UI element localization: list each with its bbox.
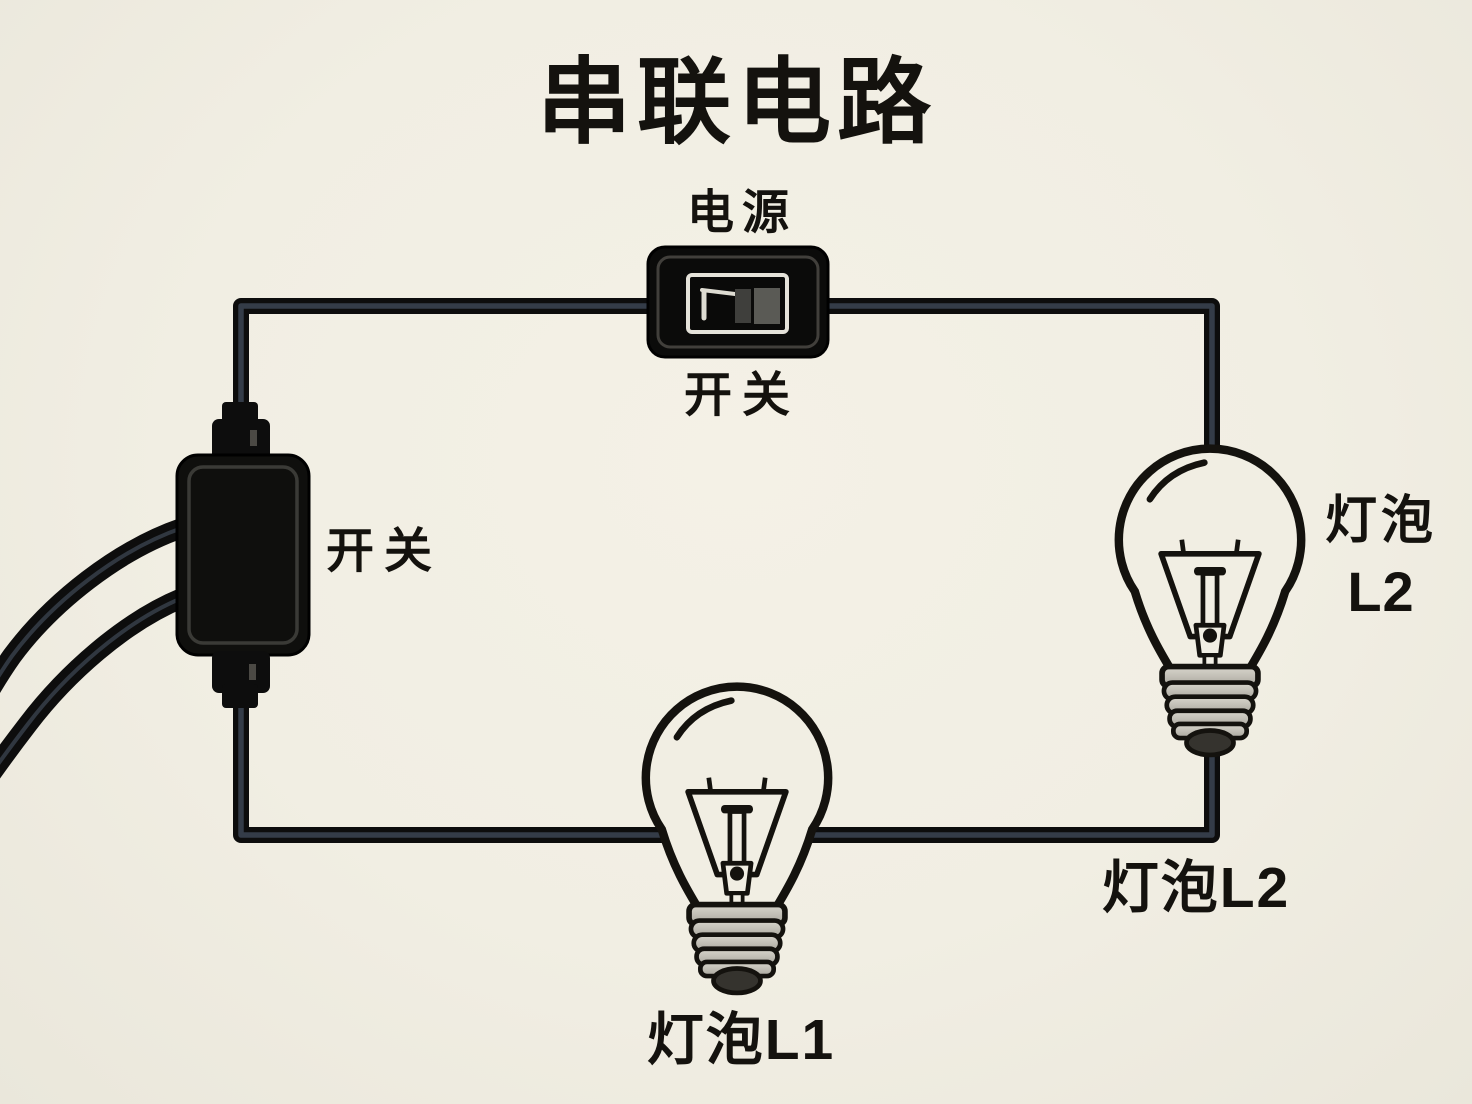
power-source-label: 电源 (687, 185, 797, 239)
bulb-l1-icon (646, 687, 828, 993)
bulb-l2-icon (1119, 449, 1301, 755)
inline-switch-component (175, 402, 311, 708)
bulb-l2-side-label-line1: 灯泡 (1324, 491, 1438, 550)
rocker-switch-icon (686, 273, 789, 334)
bulb-l2-bottom-label: 灯泡L2 (1101, 856, 1291, 921)
power-switch-label: 开关 (683, 368, 801, 422)
switch-cables (0, 518, 192, 779)
bulb-l1-label: 灯泡L1 (646, 1008, 836, 1073)
bulb-l2-side-label-line2: L2 (1347, 559, 1415, 623)
power-switch-component (646, 245, 830, 359)
bulb-l2-side-label: 灯泡 L2 (1325, 488, 1437, 628)
inline-switch-label: 开关 (325, 524, 443, 578)
diagram-title: 串联电路 (536, 49, 938, 155)
